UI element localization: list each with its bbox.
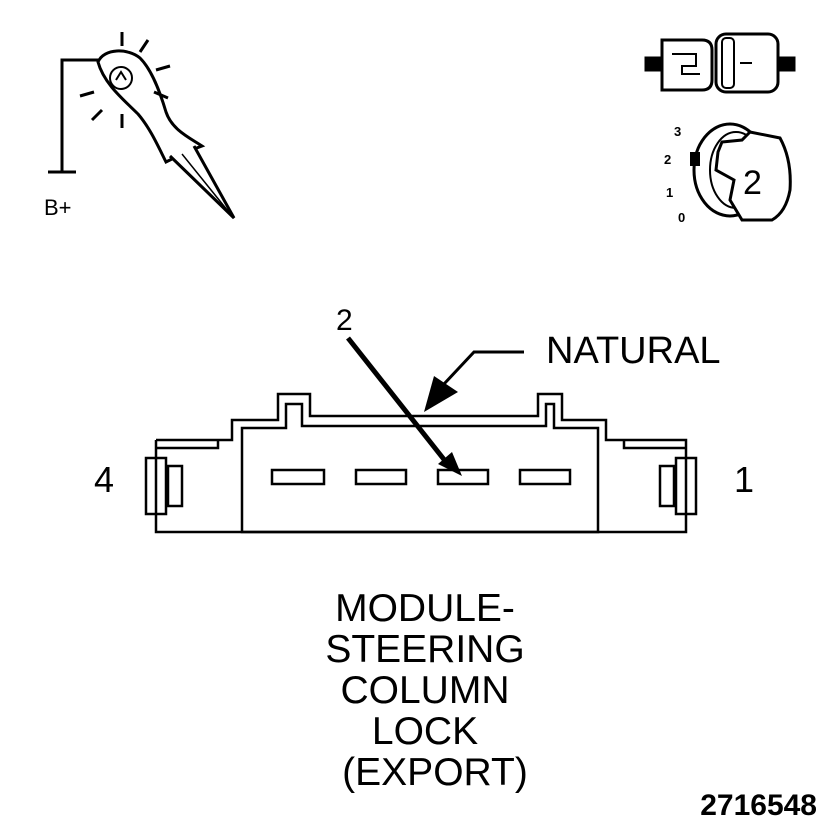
ignition-switch-icon — [690, 122, 792, 222]
ignition-key-icon — [714, 130, 792, 222]
probe-tip-center — [181, 153, 233, 217]
connector-pair-icon — [644, 32, 796, 94]
natural-leader — [424, 350, 524, 412]
test-light-icon — [48, 32, 236, 220]
connector-inner-edge — [240, 402, 600, 440]
lamp-filament — [115, 70, 127, 81]
supply-wire — [60, 58, 98, 172]
connector-latch — [672, 53, 700, 75]
ignition-position-0: 0 — [678, 210, 685, 225]
ignition-position-3: 3 — [674, 124, 681, 139]
ignition-position-2: 2 — [664, 152, 671, 167]
cavity-callout-label: 2 — [336, 304, 353, 337]
cavity-3 — [354, 468, 408, 486]
ignition-position-1: 1 — [666, 185, 673, 200]
cavity-1 — [518, 468, 572, 486]
connector-ridge — [721, 37, 735, 89]
ignition-position-marker — [690, 152, 700, 166]
figure-number: 2716548 — [700, 789, 817, 822]
connector-right-tab — [622, 440, 686, 450]
cavity-4 — [270, 468, 326, 486]
caption-line: COLUMN — [340, 669, 510, 712]
connector-right-latch-inner — [658, 464, 676, 508]
connector-outer-shell — [154, 392, 688, 534]
caption-line: MODULE- — [335, 587, 515, 630]
ignition-key-label: 2 — [743, 164, 762, 202]
light-rays — [79, 32, 171, 128]
supply-label: B+ — [44, 195, 72, 220]
lamp-bulb-icon — [109, 66, 133, 90]
caption-line: LOCK — [371, 710, 479, 753]
connector-left-tab — [156, 440, 220, 450]
connector-housing — [240, 440, 600, 534]
cavity-2 — [436, 468, 490, 486]
pin-right-label: 1 — [734, 459, 754, 500]
connector-pin-right — [778, 56, 796, 72]
cavity-2-leader — [346, 336, 462, 476]
wire-color-label: NATURAL — [546, 330, 721, 372]
caption-line: STEERING — [325, 628, 525, 671]
connector-left-latch — [144, 456, 168, 516]
probe-tip — [168, 145, 236, 220]
component-caption: MODULE- STEERING COLUMN LOCK (EXPORT) — [250, 588, 600, 793]
pin-left-label: 4 — [94, 459, 114, 500]
probe-body — [96, 49, 206, 165]
connector-pin-left — [644, 56, 662, 72]
connector-face — [144, 392, 698, 534]
connector-right-latch — [674, 456, 698, 516]
caption-line: (EXPORT) — [342, 751, 528, 794]
connector-left-latch-inner — [166, 464, 184, 508]
